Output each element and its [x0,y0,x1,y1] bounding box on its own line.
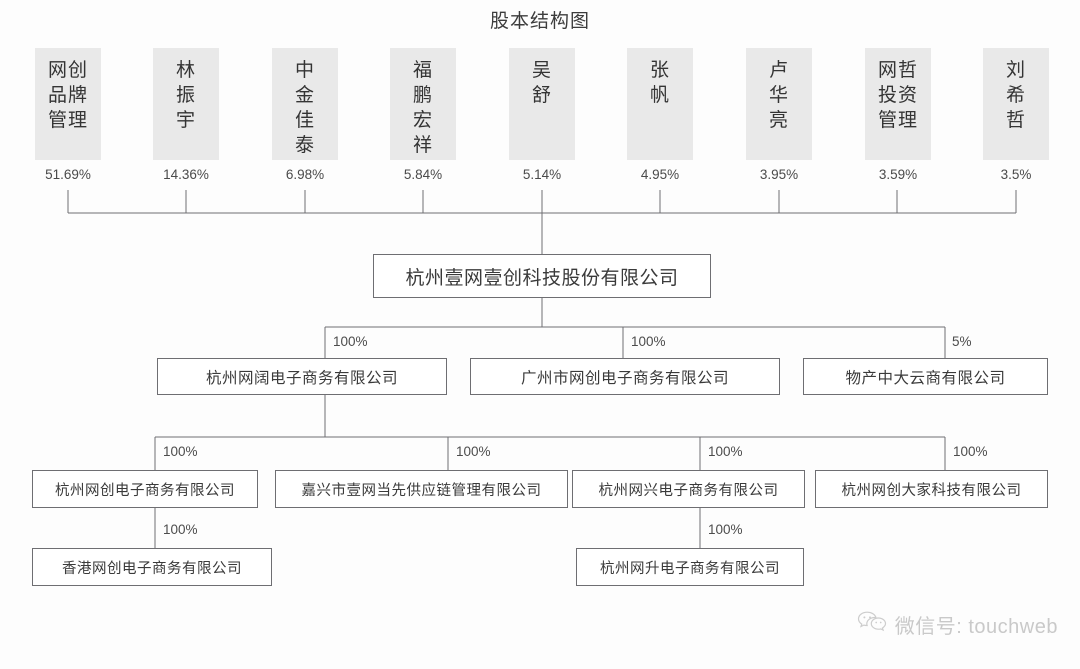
shareholder-name: 林 振 宇 [153,48,219,160]
subsidiary-label: 杭州网升电子商务有限公司 [600,560,780,577]
shareholder-percent: 3.95% [759,167,799,182]
shareholder-percent: 5.14% [522,167,562,182]
shareholder-name: 网创 品牌 管理 [35,48,101,160]
edge-percent-label: 100% [708,522,743,537]
subsidiary-box[interactable]: 杭州网阔电子商务有限公司 [157,358,447,395]
watermark-label: 微信号: touchweb [894,616,1058,638]
shareholder-node[interactable]: 网创 品牌 管理 51.69% [35,48,101,182]
root-company-label: 杭州壹网壹创科技股份有限公司 [405,267,679,289]
subsidiary-box[interactable]: 杭州网升电子商务有限公司 [576,548,804,586]
subsidiary-box[interactable]: 杭州网兴电子商务有限公司 [572,470,805,508]
shareholder-percent: 3.59% [878,167,918,182]
shareholder-name: 刘 希 哲 [983,48,1049,160]
subsidiary-label: 杭州网兴电子商务有限公司 [598,482,779,499]
edge-percent-label: 100% [456,444,491,459]
edge-percent-label: 100% [163,444,198,459]
shareholder-percent: 3.5% [1000,167,1032,182]
subsidiary-label: 香港网创电子商务有限公司 [62,560,242,577]
subsidiary-label: 嘉兴市壹网当先供应链管理有限公司 [301,482,542,499]
shareholder-node[interactable]: 中 金 佳 泰 6.98% [272,48,338,182]
shareholder-node[interactable]: 卢 华 亮 3.95% [746,48,812,182]
edge-percent-label: 100% [953,444,988,459]
shareholder-percent: 6.98% [285,167,325,182]
subsidiary-label: 杭州网阔电子商务有限公司 [205,369,398,387]
subsidiary-box[interactable]: 杭州网创大家科技有限公司 [815,470,1048,508]
shareholder-name: 福 鹏 宏 祥 [390,48,456,160]
root-company-box[interactable]: 杭州壹网壹创科技股份有限公司 [373,254,711,298]
subsidiary-label: 物产中大云商有限公司 [845,369,1006,387]
shareholder-percent: 4.95% [640,167,680,182]
shareholder-name: 中 金 佳 泰 [272,48,338,160]
page-title: 股本结构图 [489,11,590,32]
shareholder-percent: 51.69% [45,167,91,182]
shareholder-node[interactable]: 张 帆 4.95% [627,48,693,182]
shareholder-percent: 14.36% [163,167,209,182]
shareholder-name: 张 帆 [627,48,693,160]
edge-percent-label: 100% [333,334,368,349]
subsidiary-box[interactable]: 杭州网创电子商务有限公司 [32,470,258,508]
shareholder-node[interactable]: 吴 舒 5.14% [509,48,575,182]
shareholder-node[interactable]: 刘 希 哲 3.5% [983,48,1049,182]
subsidiary-box[interactable]: 广州市网创电子商务有限公司 [470,358,780,395]
shareholder-percent: 5.84% [403,167,443,182]
subsidiary-box[interactable]: 嘉兴市壹网当先供应链管理有限公司 [275,470,568,508]
edge-percent-label: 100% [163,522,198,537]
subsidiary-box[interactable]: 香港网创电子商务有限公司 [32,548,272,586]
watermark: 微信号: touchweb [857,610,1058,639]
shareholder-node[interactable]: 网哲 投资 管理 3.59% [865,48,931,182]
subsidiary-label: 广州市网创电子商务有限公司 [520,369,729,387]
shareholder-name: 吴 舒 [509,48,575,160]
subsidiary-label: 杭州网创电子商务有限公司 [55,482,235,499]
shareholder-node[interactable]: 林 振 宇 14.36% [153,48,219,182]
subsidiary-label: 杭州网创大家科技有限公司 [841,482,1022,499]
shareholder-name: 网哲 投资 管理 [865,48,931,160]
edge-percent-label: 100% [631,334,666,349]
subsidiary-box[interactable]: 物产中大云商有限公司 [803,358,1048,395]
shareholder-name: 卢 华 亮 [746,48,812,160]
edge-percent-label: 5% [952,334,972,349]
edge-percent-label: 100% [708,444,743,459]
shareholder-node[interactable]: 福 鹏 宏 祥 5.84% [390,48,456,182]
wechat-icon [857,611,887,639]
